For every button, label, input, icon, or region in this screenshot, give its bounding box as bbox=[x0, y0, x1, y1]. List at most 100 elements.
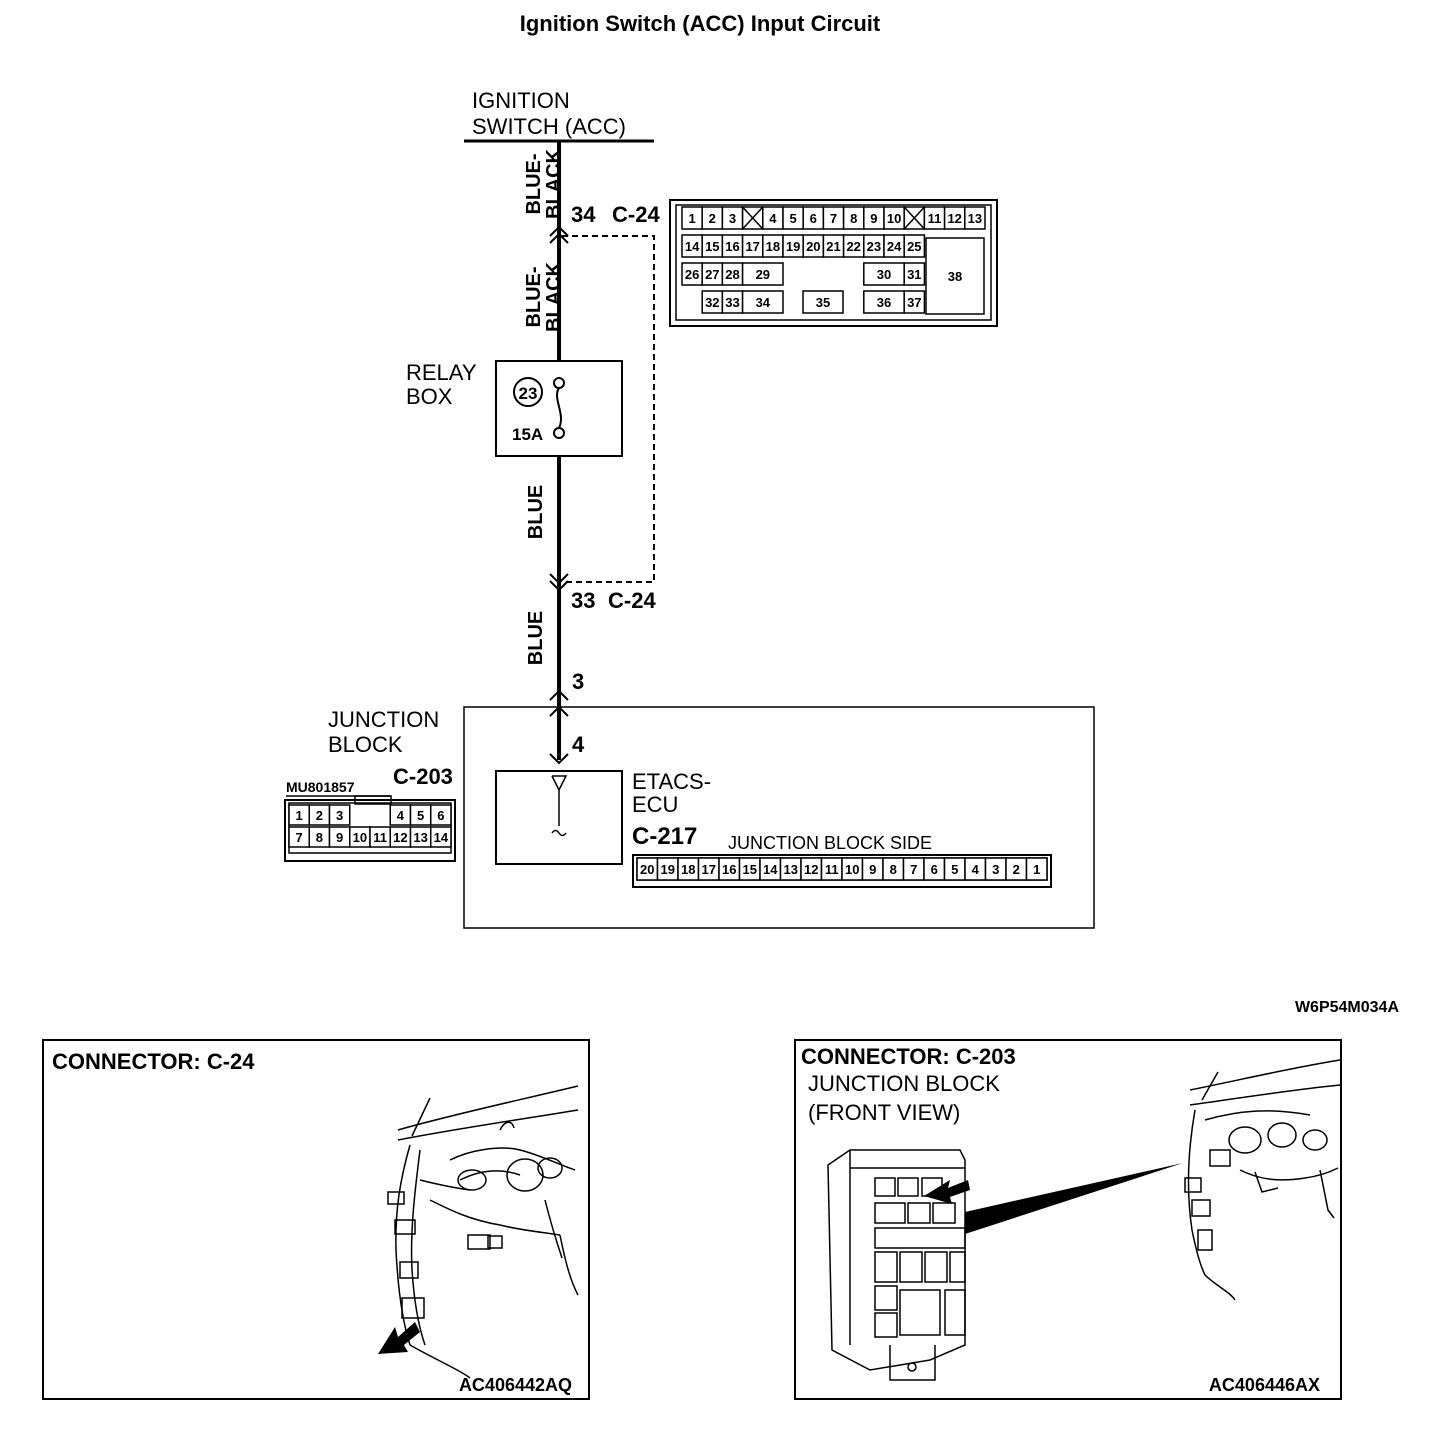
c203-pin: 5 bbox=[409, 804, 432, 826]
terminal-4-label: 4 bbox=[572, 732, 585, 757]
c203-pin: 9 bbox=[328, 826, 351, 848]
svg-text:13: 13 bbox=[413, 830, 427, 845]
c203-pin: 7 bbox=[288, 826, 310, 848]
fuse-number: 23 bbox=[519, 384, 538, 403]
connector-c203-label: C-203 bbox=[393, 764, 453, 789]
c217-pin: 2 bbox=[1005, 857, 1028, 881]
c203-pin: 14 bbox=[430, 826, 452, 848]
connector-marker-3 bbox=[549, 689, 569, 717]
panel-right-subtitle: JUNCTION BLOCK bbox=[808, 1071, 1000, 1096]
c24-pin: 9 bbox=[863, 206, 885, 230]
c24-pin: 3 bbox=[721, 206, 744, 230]
svg-text:15: 15 bbox=[705, 239, 719, 254]
c217-pin: 11 bbox=[820, 857, 843, 881]
svg-text:12: 12 bbox=[804, 862, 818, 877]
svg-text:20: 20 bbox=[806, 239, 820, 254]
junction-block-label-2: BLOCK bbox=[328, 732, 403, 757]
svg-text:3: 3 bbox=[336, 808, 343, 823]
c217-pin: 1 bbox=[1025, 857, 1048, 881]
c24-pin: 19 bbox=[782, 234, 804, 258]
antenna-symbol-icon bbox=[551, 775, 568, 837]
c217-pin: 20 bbox=[636, 857, 659, 881]
svg-text:1: 1 bbox=[688, 211, 695, 226]
svg-text:7: 7 bbox=[910, 862, 917, 877]
svg-text:4: 4 bbox=[397, 808, 405, 823]
svg-text:8: 8 bbox=[316, 830, 323, 845]
c24-pin: 6 bbox=[802, 206, 825, 230]
terminal-34-label: 34 bbox=[571, 202, 596, 227]
etacs-ecu-box bbox=[495, 770, 623, 865]
fuse-rating: 15A bbox=[512, 425, 543, 444]
connector-c203-location-panel: CONNECTOR: C-203 JUNCTION BLOCK (FRONT V… bbox=[794, 1039, 1342, 1400]
junction-block-side-label: JUNCTION BLOCK SIDE bbox=[728, 833, 932, 853]
svg-text:38: 38 bbox=[948, 269, 962, 284]
svg-text:20: 20 bbox=[640, 862, 654, 877]
svg-text:17: 17 bbox=[745, 239, 759, 254]
wire-color-label-4: BLUE bbox=[525, 611, 547, 665]
svg-text:18: 18 bbox=[681, 862, 695, 877]
svg-text:10: 10 bbox=[845, 862, 859, 877]
location-arrow-icon bbox=[378, 1322, 420, 1354]
c24-pin: 15 bbox=[701, 234, 724, 258]
c24-pin: 24 bbox=[883, 234, 905, 258]
connector-marker-c24-34 bbox=[549, 225, 569, 244]
svg-text:2: 2 bbox=[316, 808, 323, 823]
svg-text:BLUE-: BLUE- bbox=[523, 153, 545, 214]
c217-pin: 10 bbox=[841, 857, 864, 881]
svg-text:33: 33 bbox=[725, 295, 739, 310]
svg-text:7: 7 bbox=[296, 830, 303, 845]
svg-text:14: 14 bbox=[763, 862, 778, 877]
c217-pin: 5 bbox=[943, 857, 966, 881]
c203-pin: 13 bbox=[409, 826, 432, 848]
svg-text:3: 3 bbox=[992, 862, 999, 877]
svg-text:11: 11 bbox=[373, 830, 387, 845]
c217-pin: 19 bbox=[656, 857, 679, 881]
c217-pin: 9 bbox=[861, 857, 884, 881]
etacs-ecu-label-2: ECU bbox=[632, 792, 678, 817]
c217-pin: 8 bbox=[882, 857, 905, 881]
c24-pin: 37 bbox=[903, 290, 926, 314]
c217-pin: 15 bbox=[738, 857, 761, 881]
c24-pin: 28 bbox=[721, 262, 744, 286]
svg-text:31: 31 bbox=[907, 267, 921, 282]
figure-code: W6P54M034A bbox=[1295, 999, 1399, 1016]
svg-text:7: 7 bbox=[830, 211, 837, 226]
c24-pin: 27 bbox=[701, 262, 724, 286]
svg-text:4: 4 bbox=[769, 211, 777, 226]
svg-text:9: 9 bbox=[869, 862, 876, 877]
diagram-title: Ignition Switch (ACC) Input Circuit bbox=[520, 11, 881, 36]
c24-pin: 12 bbox=[943, 206, 966, 230]
svg-text:BLACK: BLACK bbox=[543, 148, 565, 219]
c24-pin: 4 bbox=[762, 206, 784, 230]
c203-pin: 3 bbox=[328, 804, 351, 826]
svg-text:6: 6 bbox=[810, 211, 817, 226]
svg-text:21: 21 bbox=[826, 239, 840, 254]
c24-pin: 32 bbox=[701, 290, 724, 314]
c24-pin: 17 bbox=[741, 234, 764, 258]
svg-text:8: 8 bbox=[890, 862, 897, 877]
c217-pin: 6 bbox=[923, 857, 946, 881]
c24-pin: 38 bbox=[925, 237, 985, 315]
c24-pin: 31 bbox=[903, 262, 926, 286]
wire-color-label-3: BLUE bbox=[525, 485, 547, 539]
c217-pin: 14 bbox=[759, 857, 782, 881]
svg-text:12: 12 bbox=[947, 211, 961, 226]
c24-pin bbox=[903, 206, 926, 230]
c24-pin: 26 bbox=[681, 262, 703, 286]
panel-right-subtitle-2: (FRONT VIEW) bbox=[808, 1100, 960, 1125]
svg-text:23: 23 bbox=[867, 239, 881, 254]
connector-c24-label-bottom: C-24 bbox=[608, 588, 656, 613]
c24-pin: 5 bbox=[782, 206, 804, 230]
c203-pin: 8 bbox=[308, 826, 331, 848]
svg-text:6: 6 bbox=[931, 862, 938, 877]
c24-pin: 25 bbox=[903, 234, 926, 258]
c24-pin bbox=[741, 206, 764, 230]
svg-text:2: 2 bbox=[709, 211, 716, 226]
relay-box-label: RELAY bbox=[406, 360, 477, 385]
svg-text:BLUE: BLUE bbox=[525, 485, 547, 539]
svg-text:11: 11 bbox=[928, 211, 942, 226]
terminal-3-label: 3 bbox=[572, 669, 584, 694]
